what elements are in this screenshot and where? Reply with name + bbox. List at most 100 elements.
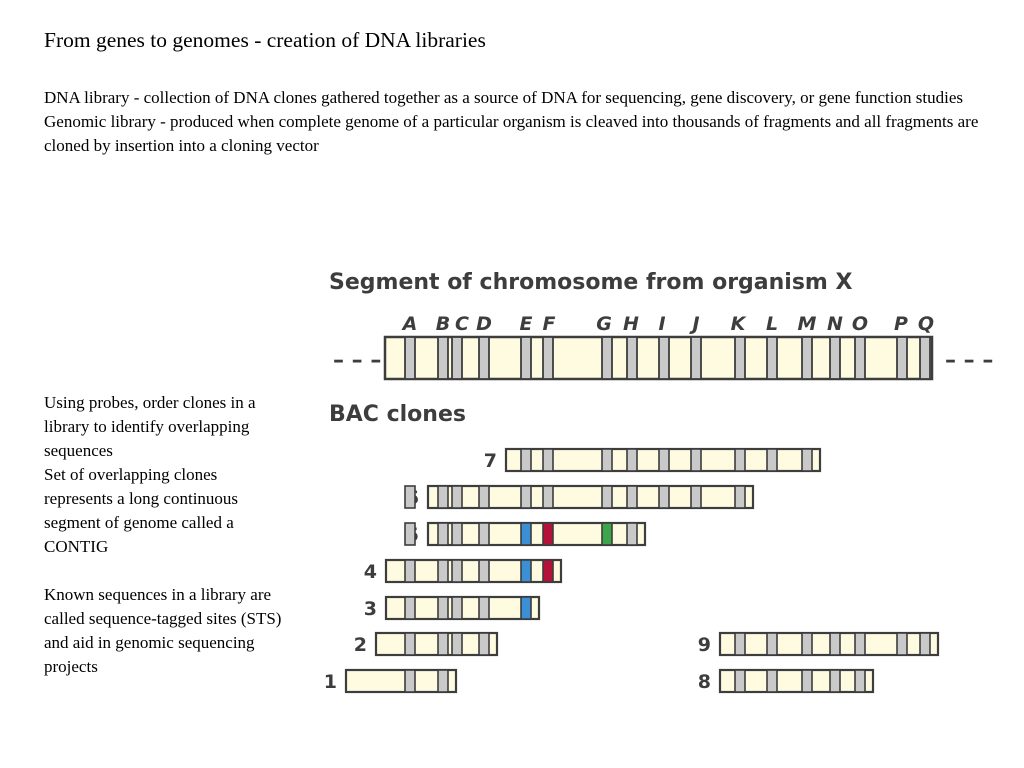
clone-band-h bbox=[626, 522, 638, 546]
clone-band-j bbox=[690, 448, 702, 472]
clone-band-c bbox=[451, 559, 463, 583]
chromosome-band-g bbox=[601, 336, 613, 380]
clone-band-k bbox=[734, 448, 746, 472]
marker-label-j: J bbox=[688, 313, 699, 335]
clone-band-f bbox=[542, 485, 554, 509]
chromosome-band-c bbox=[451, 336, 463, 380]
chromosome-band-b bbox=[437, 336, 449, 380]
bac-clone-8: 8 bbox=[698, 668, 875, 694]
clone-band-k bbox=[734, 669, 746, 693]
bac-clone-1: 1 bbox=[324, 668, 458, 694]
marker-label-b: B bbox=[436, 313, 450, 335]
chromosome-band-k bbox=[734, 336, 746, 380]
clone-band-f bbox=[542, 448, 554, 472]
clone-band-k bbox=[734, 632, 746, 656]
marker-label-h: H bbox=[623, 313, 639, 335]
clone-band-a bbox=[404, 485, 416, 509]
bac-clone-7: 7 bbox=[484, 447, 822, 473]
clone-band-m bbox=[801, 632, 813, 656]
bac-clone-2: 2 bbox=[354, 631, 499, 657]
genomic-library-definition: Genomic library - produced when complete… bbox=[44, 112, 979, 155]
clone-band-a bbox=[404, 596, 416, 620]
clone-band-b bbox=[437, 632, 449, 656]
clone-band-i bbox=[658, 485, 670, 509]
chromosome-band-l bbox=[766, 336, 778, 380]
clone-number-4: 4 bbox=[364, 561, 377, 583]
clone-band-m bbox=[801, 669, 813, 693]
clone-band-k bbox=[734, 485, 746, 509]
chromosome-segment-title: Segment of chromosome from organism X bbox=[329, 270, 853, 295]
clone-band-d bbox=[478, 522, 490, 546]
clone-band-a bbox=[404, 632, 416, 656]
probe-ordering-note: Using probes, order clones in a library … bbox=[44, 393, 256, 460]
clone-number-1: 1 bbox=[324, 671, 337, 693]
clone-band-h bbox=[626, 485, 638, 509]
clone-band-c bbox=[451, 522, 463, 546]
clone-band-m bbox=[801, 448, 813, 472]
chromosome-band-h bbox=[626, 336, 638, 380]
clone-band-p bbox=[896, 632, 908, 656]
clone-band-l bbox=[766, 448, 778, 472]
clone-band-c bbox=[451, 596, 463, 620]
bac-clones-title: BAC clones bbox=[329, 402, 466, 427]
sts-band-e bbox=[520, 522, 532, 546]
clone-bar bbox=[384, 558, 563, 584]
marker-label-i: I bbox=[658, 313, 665, 335]
clone-band-a bbox=[404, 669, 416, 693]
bac-clone-3: 3 bbox=[364, 595, 541, 621]
marker-label-m: M bbox=[798, 313, 817, 335]
marker-label-g: G bbox=[596, 313, 612, 335]
side-notes: Using probes, order clones in a library … bbox=[44, 391, 289, 679]
contig-note: Set of overlapping clones represents a l… bbox=[44, 465, 239, 556]
clone-band-q bbox=[919, 632, 931, 656]
bac-clones: 765432918 bbox=[324, 447, 940, 694]
chromosome-band-m bbox=[801, 336, 813, 380]
marker-label-l: L bbox=[766, 313, 778, 335]
intro-text: DNA library - collection of DNA clones g… bbox=[44, 86, 979, 158]
slide-title: From genes to genomes - creation of DNA … bbox=[44, 28, 486, 52]
sts-band-e bbox=[520, 559, 532, 583]
clone-band-o bbox=[854, 632, 866, 656]
clone-band-e bbox=[520, 485, 532, 509]
chromosome-band-q bbox=[919, 336, 931, 380]
marker-label-a: A bbox=[401, 313, 418, 335]
marker-label-f: F bbox=[543, 313, 556, 335]
sts-band-f bbox=[542, 522, 554, 546]
marker-label-e: E bbox=[520, 313, 533, 335]
marker-label-o: O bbox=[852, 313, 868, 335]
clone-band-a bbox=[404, 559, 416, 583]
chromosome-band-o bbox=[854, 336, 866, 380]
continuation-right: – – – bbox=[945, 348, 993, 373]
clone-band-c bbox=[451, 632, 463, 656]
clone-band-b bbox=[437, 485, 449, 509]
bac-clone-9: 9 bbox=[698, 631, 940, 657]
marker-label-n: N bbox=[827, 313, 843, 335]
clone-band-n bbox=[829, 669, 841, 693]
clone-bar bbox=[344, 668, 458, 694]
clone-number-9: 9 bbox=[698, 634, 711, 656]
clone-band-b bbox=[437, 559, 449, 583]
clone-band-b bbox=[437, 522, 449, 546]
sts-band-f bbox=[542, 559, 554, 583]
chromosome-band-d bbox=[478, 336, 490, 380]
clone-band-d bbox=[478, 559, 490, 583]
marker-label-q: Q bbox=[918, 313, 934, 335]
chromosome-band-n bbox=[829, 336, 841, 380]
continuation-left: – – – bbox=[333, 348, 381, 373]
marker-label-d: D bbox=[476, 313, 492, 335]
clone-band-d bbox=[478, 485, 490, 509]
bac-clone-5: 5 bbox=[404, 521, 647, 547]
clone-band-c bbox=[451, 485, 463, 509]
clone-band-b bbox=[437, 596, 449, 620]
clone-band-h bbox=[626, 448, 638, 472]
clone-band-j bbox=[690, 485, 702, 509]
sts-band-g bbox=[601, 522, 613, 546]
clone-band-e bbox=[520, 448, 532, 472]
sts-band-e bbox=[520, 596, 532, 620]
clone-band-g bbox=[601, 485, 613, 509]
clone-number-8: 8 bbox=[698, 671, 711, 693]
marker-label-c: C bbox=[455, 313, 469, 335]
clone-bar bbox=[426, 484, 755, 510]
